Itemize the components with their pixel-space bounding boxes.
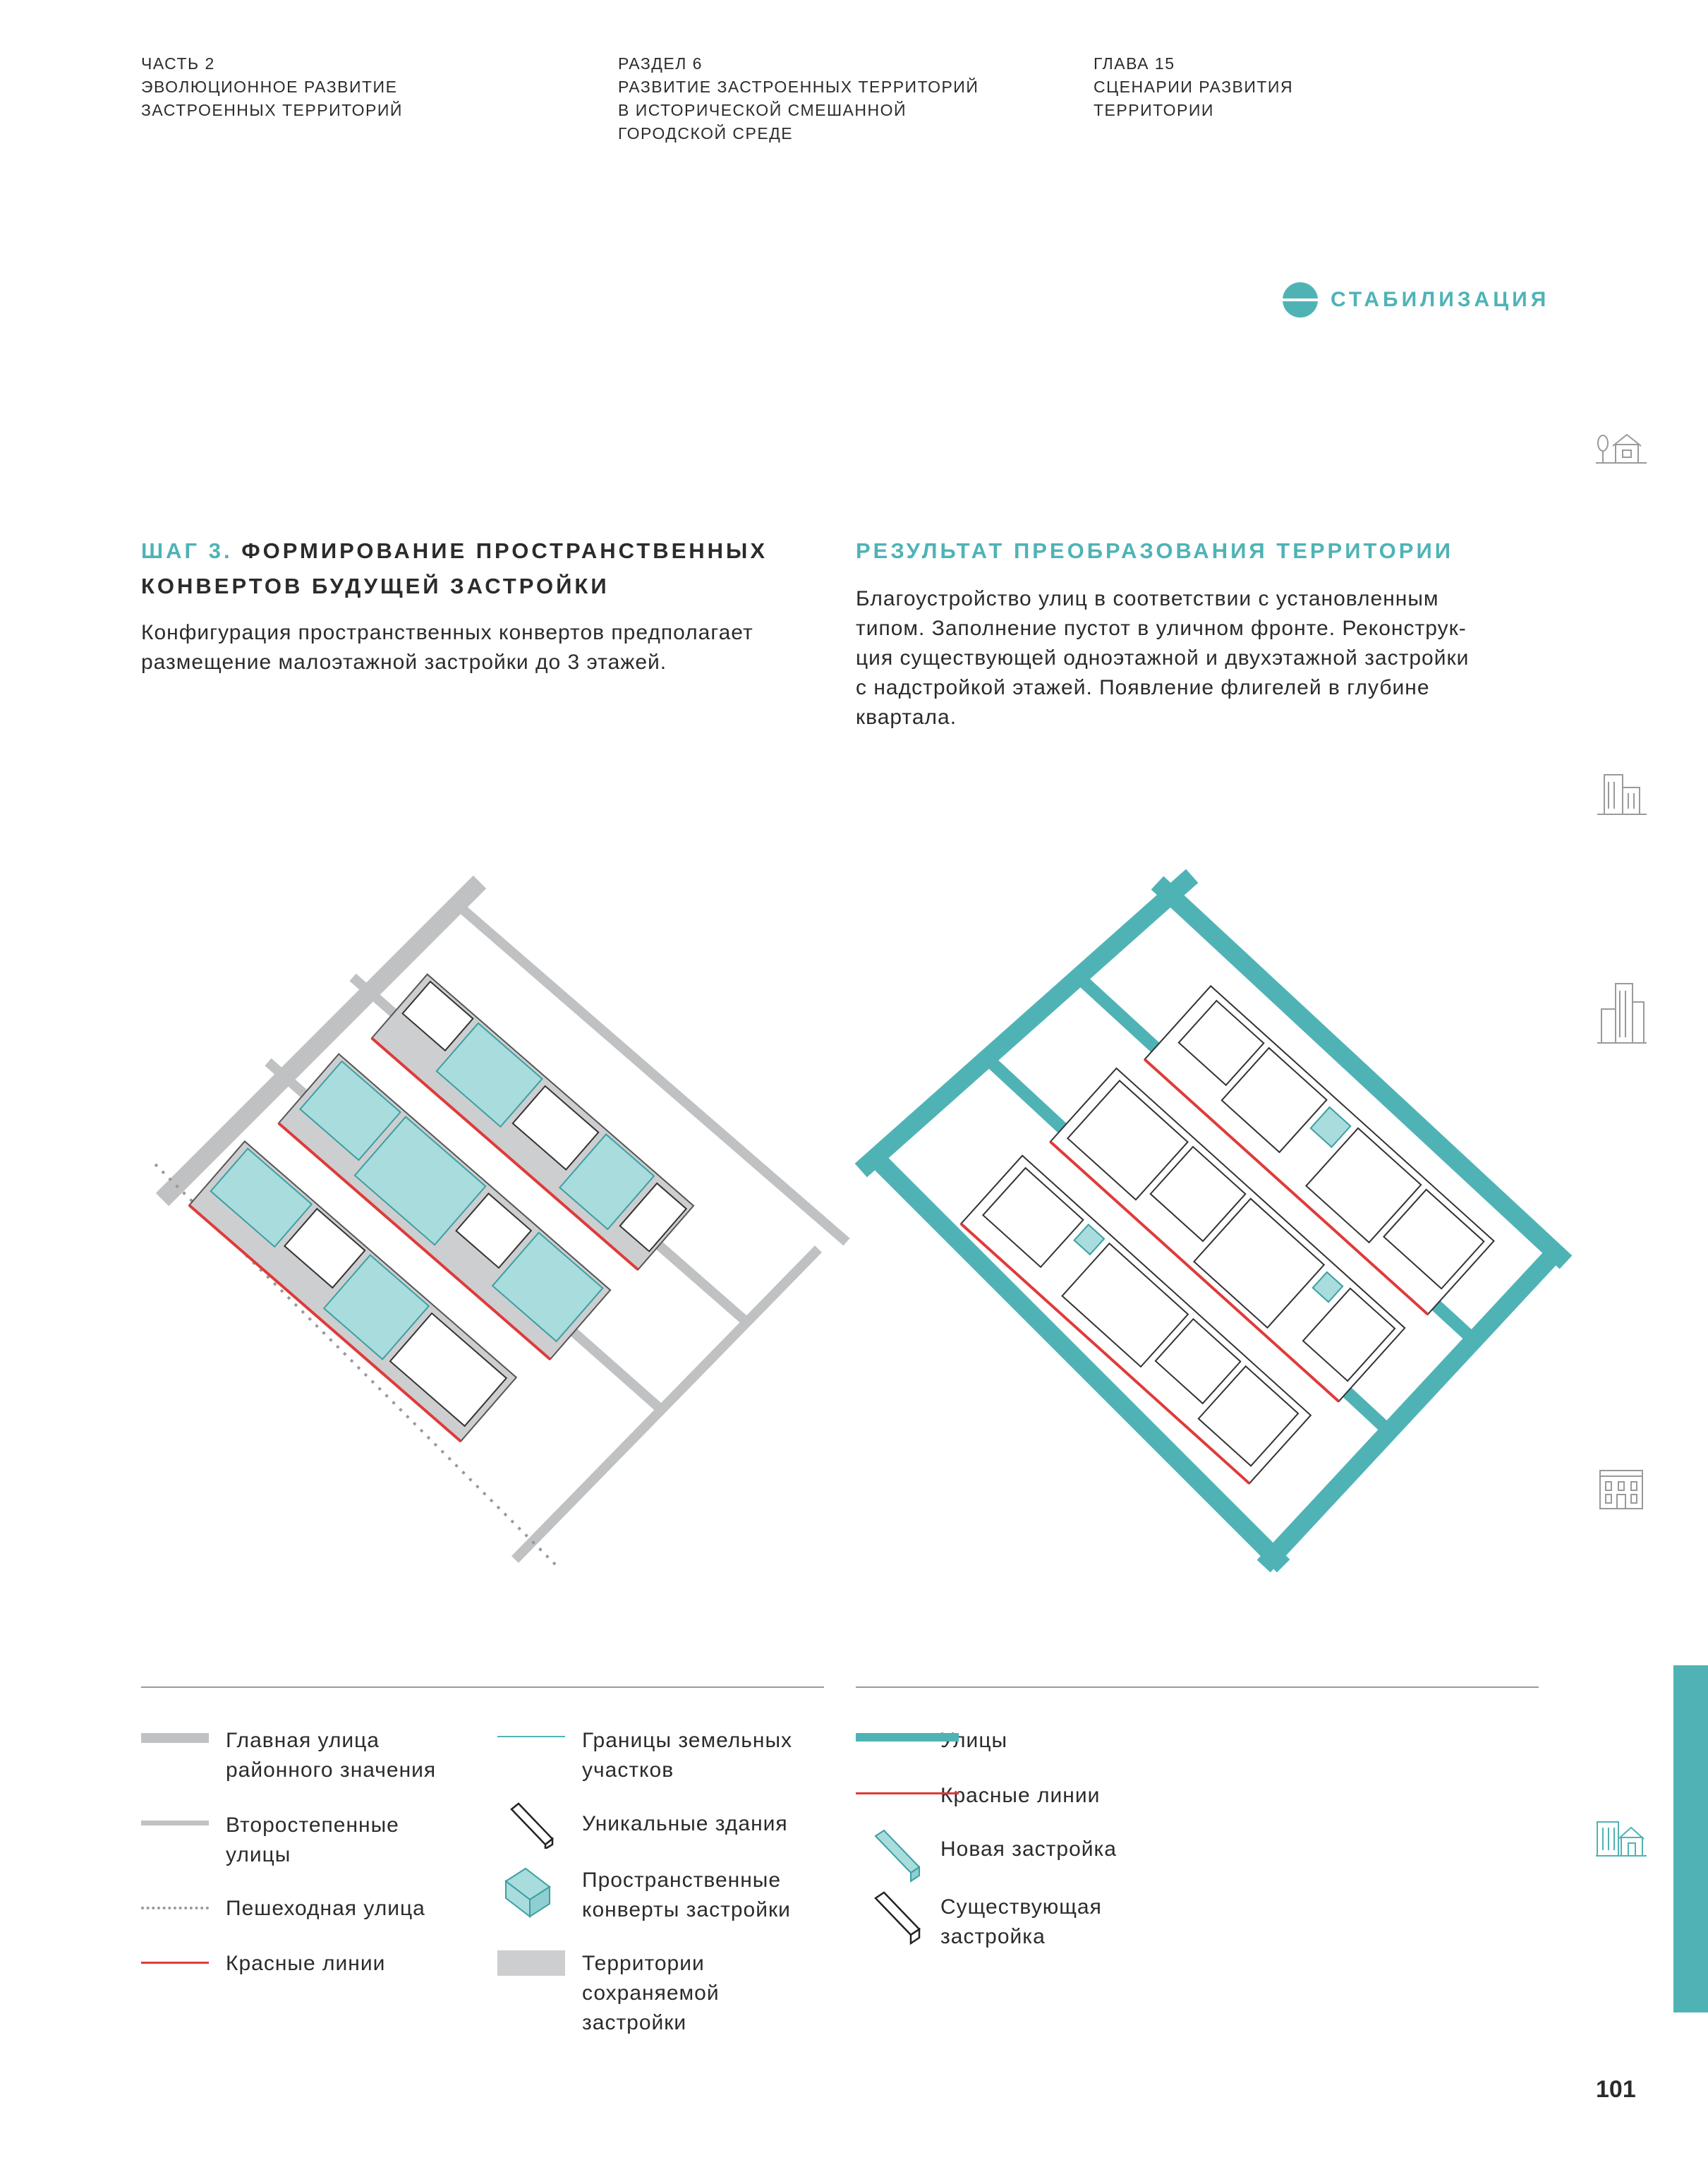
block-1 [370, 973, 695, 1271]
legend-label: Территории сохраняемой застройки [582, 1952, 720, 2034]
result-text-line3: ция существующей одноэтажной и двухэтажн… [856, 646, 1470, 670]
street [854, 869, 1199, 1178]
legend-red-lines: Красные линии [141, 1949, 385, 1980]
result-block-2 [1049, 1067, 1406, 1403]
street [868, 1151, 1290, 1573]
step-title-line1: ФОРМИРОВАНИЕ ПРОСТРАНСТВЕННЫХ [241, 538, 768, 563]
result-text: Благоустройство улиц в соответствии с ус… [856, 584, 1469, 732]
legend-land-plots: Границы земельных участков [497, 1726, 792, 1785]
step-title-line2: КОНВЕРТОВ БУДУЩЕЙ ЗАСТРОЙКИ [141, 574, 610, 598]
legend-new-buildings: Новая застройка [856, 1829, 1117, 1883]
legend-red-lines-result: Красные линии [856, 1781, 1100, 1812]
secondary-street [511, 1245, 823, 1563]
page-number: 101 [1596, 2076, 1636, 2103]
result-block-1 [1144, 984, 1495, 1316]
result-text-line5: квартала. [856, 706, 957, 729]
header-part: ЧАСТЬ 2 ЭВОЛЮЦИОННОЕ РАЗВИТИЕ ЗАСТРОЕННЫ… [141, 54, 403, 119]
scenario-badge: СТАБИЛИЗАЦИЯ [1283, 282, 1549, 318]
main-street [155, 875, 487, 1207]
envelopes-diagram [154, 875, 850, 1568]
mixed-buildings-icon [1596, 1821, 1647, 1857]
legend-label: Красные линии [940, 1784, 1101, 1807]
block-3 [188, 1140, 518, 1443]
secondary-street [448, 895, 850, 1246]
result-text-line2: типом. Заполнение пустот в уличном фронт… [856, 617, 1467, 640]
low-rise-building-icon [1597, 774, 1647, 815]
header-section: РАЗДЕЛ 6 РАЗВИТИЕ ЗАСТРОЕННЫХ ТЕРРИТОРИЙ… [618, 54, 979, 143]
legend-pedestrian-street: Пешеходная улица [141, 1894, 425, 1925]
step-title: ШАГ 3. ФОРМИРОВАНИЕ ПРОСТРАНСТВЕННЫХ КОН… [141, 533, 768, 604]
legend-label: Красные линии [226, 1952, 386, 1975]
step-prefix: ШАГ 3. [141, 538, 233, 563]
result-text-line4: с надстройкой этажей. Появление флигелей… [856, 676, 1430, 699]
street [1256, 1243, 1565, 1573]
street [1151, 876, 1573, 1269]
legend-label: Уникальные здания [582, 1812, 788, 1835]
legend-preserved-territory: Территории сохраняемой застройки [497, 1949, 720, 2038]
legend-streets: Улицы [856, 1726, 1007, 1757]
legend-existing-buildings: Существующая застройка [856, 1891, 1102, 1952]
step-text-line2: размещение малоэтажной застройки до 3 эт… [141, 651, 667, 674]
legend-divider-left [141, 1686, 824, 1688]
legend-label: Новая застройка [940, 1837, 1117, 1861]
high-rise-building-icon [1597, 983, 1647, 1044]
legend-label: Второстепенные улицы [226, 1813, 399, 1866]
result-title: РЕЗУЛЬТАТ ПРЕОБРАЗОВАНИЯ ТЕРРИТОРИИ [856, 538, 1454, 563]
active-section-bar [1673, 1665, 1708, 2012]
legend-label: Существующая застройка [940, 1895, 1102, 1948]
result-text-line1: Благоустройство улиц в соответствии с ус… [856, 587, 1439, 610]
step-text-line1: Конфигурация пространственных конвертов … [141, 621, 753, 644]
existing-building-icon [874, 1891, 921, 1945]
result-diagram [854, 869, 1573, 1573]
legend-secondary-street: Второстепенные улицы [141, 1811, 399, 1870]
legend-divider-right [856, 1686, 1539, 1688]
legend-label: Границы земельных участков [582, 1729, 793, 1782]
historic-building-icon [1599, 1470, 1643, 1509]
legend-main-street: Главная улица районного значения [141, 1726, 436, 1785]
badge-circle-icon [1283, 282, 1318, 318]
step-text: Конфигурация пространственных конвертов … [141, 618, 753, 677]
house-tree-icon [1596, 433, 1647, 464]
unique-building-icon [510, 1802, 554, 1849]
legend-label: Пространственные конверты застройки [582, 1869, 791, 1921]
badge-label: СТАБИЛИЗАЦИЯ [1331, 288, 1550, 311]
legend-unique-buildings: Уникальные здания [497, 1802, 788, 1849]
result-block-3 [959, 1154, 1312, 1485]
block-2 [277, 1053, 612, 1360]
header-chapter: ГЛАВА 15 СЦЕНАРИИ РАЗВИТИЯ ТЕРРИТОРИИ [1094, 54, 1294, 119]
legend-label: Пешеходная улица [226, 1897, 425, 1920]
legend-label: Главная улица районного значения [226, 1729, 437, 1782]
legend-spatial-envelopes: Пространственные конверты застройки [497, 1866, 791, 1925]
envelope-icon [504, 1867, 551, 1918]
new-building-icon [874, 1829, 921, 1883]
